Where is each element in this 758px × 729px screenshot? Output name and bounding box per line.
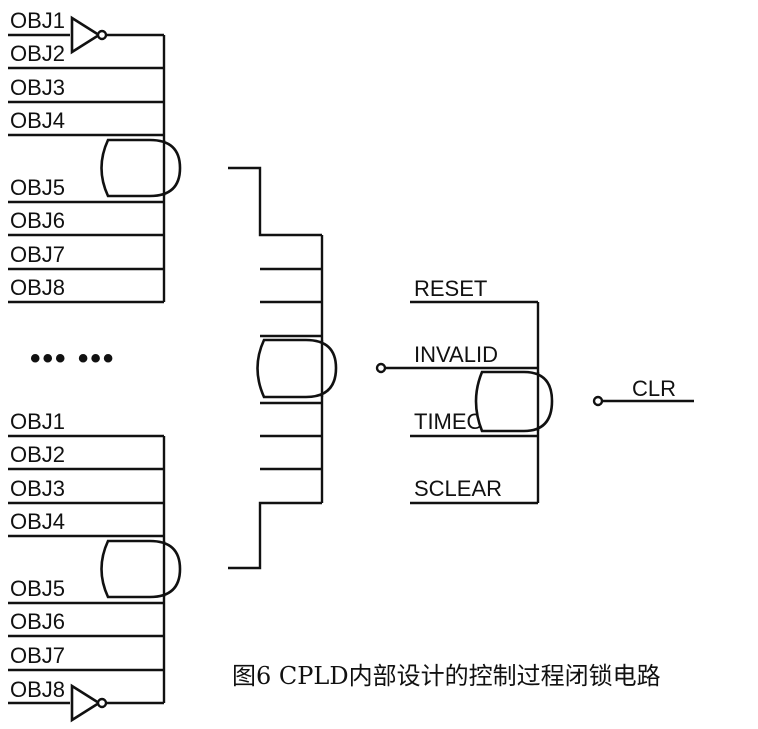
final-stage: RESET INVALID TIMEOUT SCLEAR CLR <box>385 276 694 505</box>
bottom-or-gate <box>100 539 182 599</box>
middle-bus-top-step <box>228 166 322 237</box>
bottom-inverter-triangle <box>70 683 102 723</box>
bottom-input-label-4: OBJ4 <box>10 509 65 534</box>
figure-caption: 图6 CPLD内部设计的控制过程闭锁电路 <box>232 662 661 690</box>
middle-combining-stage <box>228 166 387 570</box>
bottom-input-group: OBJ1 OBJ2 OBJ3 OBJ4 OBJ5 OBJ6 OBJ7 OBJ8 <box>8 409 182 723</box>
bottom-input-label-6: OBJ6 <box>10 609 65 634</box>
top-or-gate <box>100 138 182 198</box>
final-output-terminal <box>592 395 604 407</box>
final-input-label-sclear: SCLEAR <box>414 476 502 501</box>
middle-bus-bottom-step <box>228 501 322 570</box>
top-input-label-2: OBJ2 <box>10 41 65 66</box>
middle-or-gate <box>256 338 338 399</box>
ellipsis-more-groups: ••• ••• <box>30 342 115 375</box>
top-input-group: OBJ1 OBJ2 OBJ3 OBJ4 OBJ5 OBJ6 OBJ7 OBJ8 <box>8 8 182 304</box>
final-input-label-reset: RESET <box>414 276 487 301</box>
bottom-input-label-2: OBJ2 <box>10 442 65 467</box>
middle-output-terminal <box>375 362 387 374</box>
top-input-label-8: OBJ8 <box>10 275 65 300</box>
top-inverter-triangle <box>70 15 102 55</box>
bottom-input-label-8: OBJ8 <box>10 677 65 702</box>
top-input-label-6: OBJ6 <box>10 208 65 233</box>
clr-output-label: CLR <box>632 376 676 401</box>
bottom-inverter-bubble <box>96 697 108 709</box>
top-input-label-4: OBJ4 <box>10 108 65 133</box>
final-or-gate <box>474 370 554 433</box>
top-input-label-5: OBJ5 <box>10 175 65 200</box>
bottom-input-label-7: OBJ7 <box>10 643 65 668</box>
bottom-input-label-3: OBJ3 <box>10 476 65 501</box>
top-input-label-7: OBJ7 <box>10 242 65 267</box>
bottom-input-label-1: OBJ1 <box>10 409 65 434</box>
top-input-label-1: OBJ1 <box>10 8 65 33</box>
top-input-label-3: OBJ3 <box>10 75 65 100</box>
top-inverter-bubble <box>96 29 108 41</box>
final-input-label-invalid: INVALID <box>414 342 498 367</box>
bottom-input-label-5: OBJ5 <box>10 576 65 601</box>
